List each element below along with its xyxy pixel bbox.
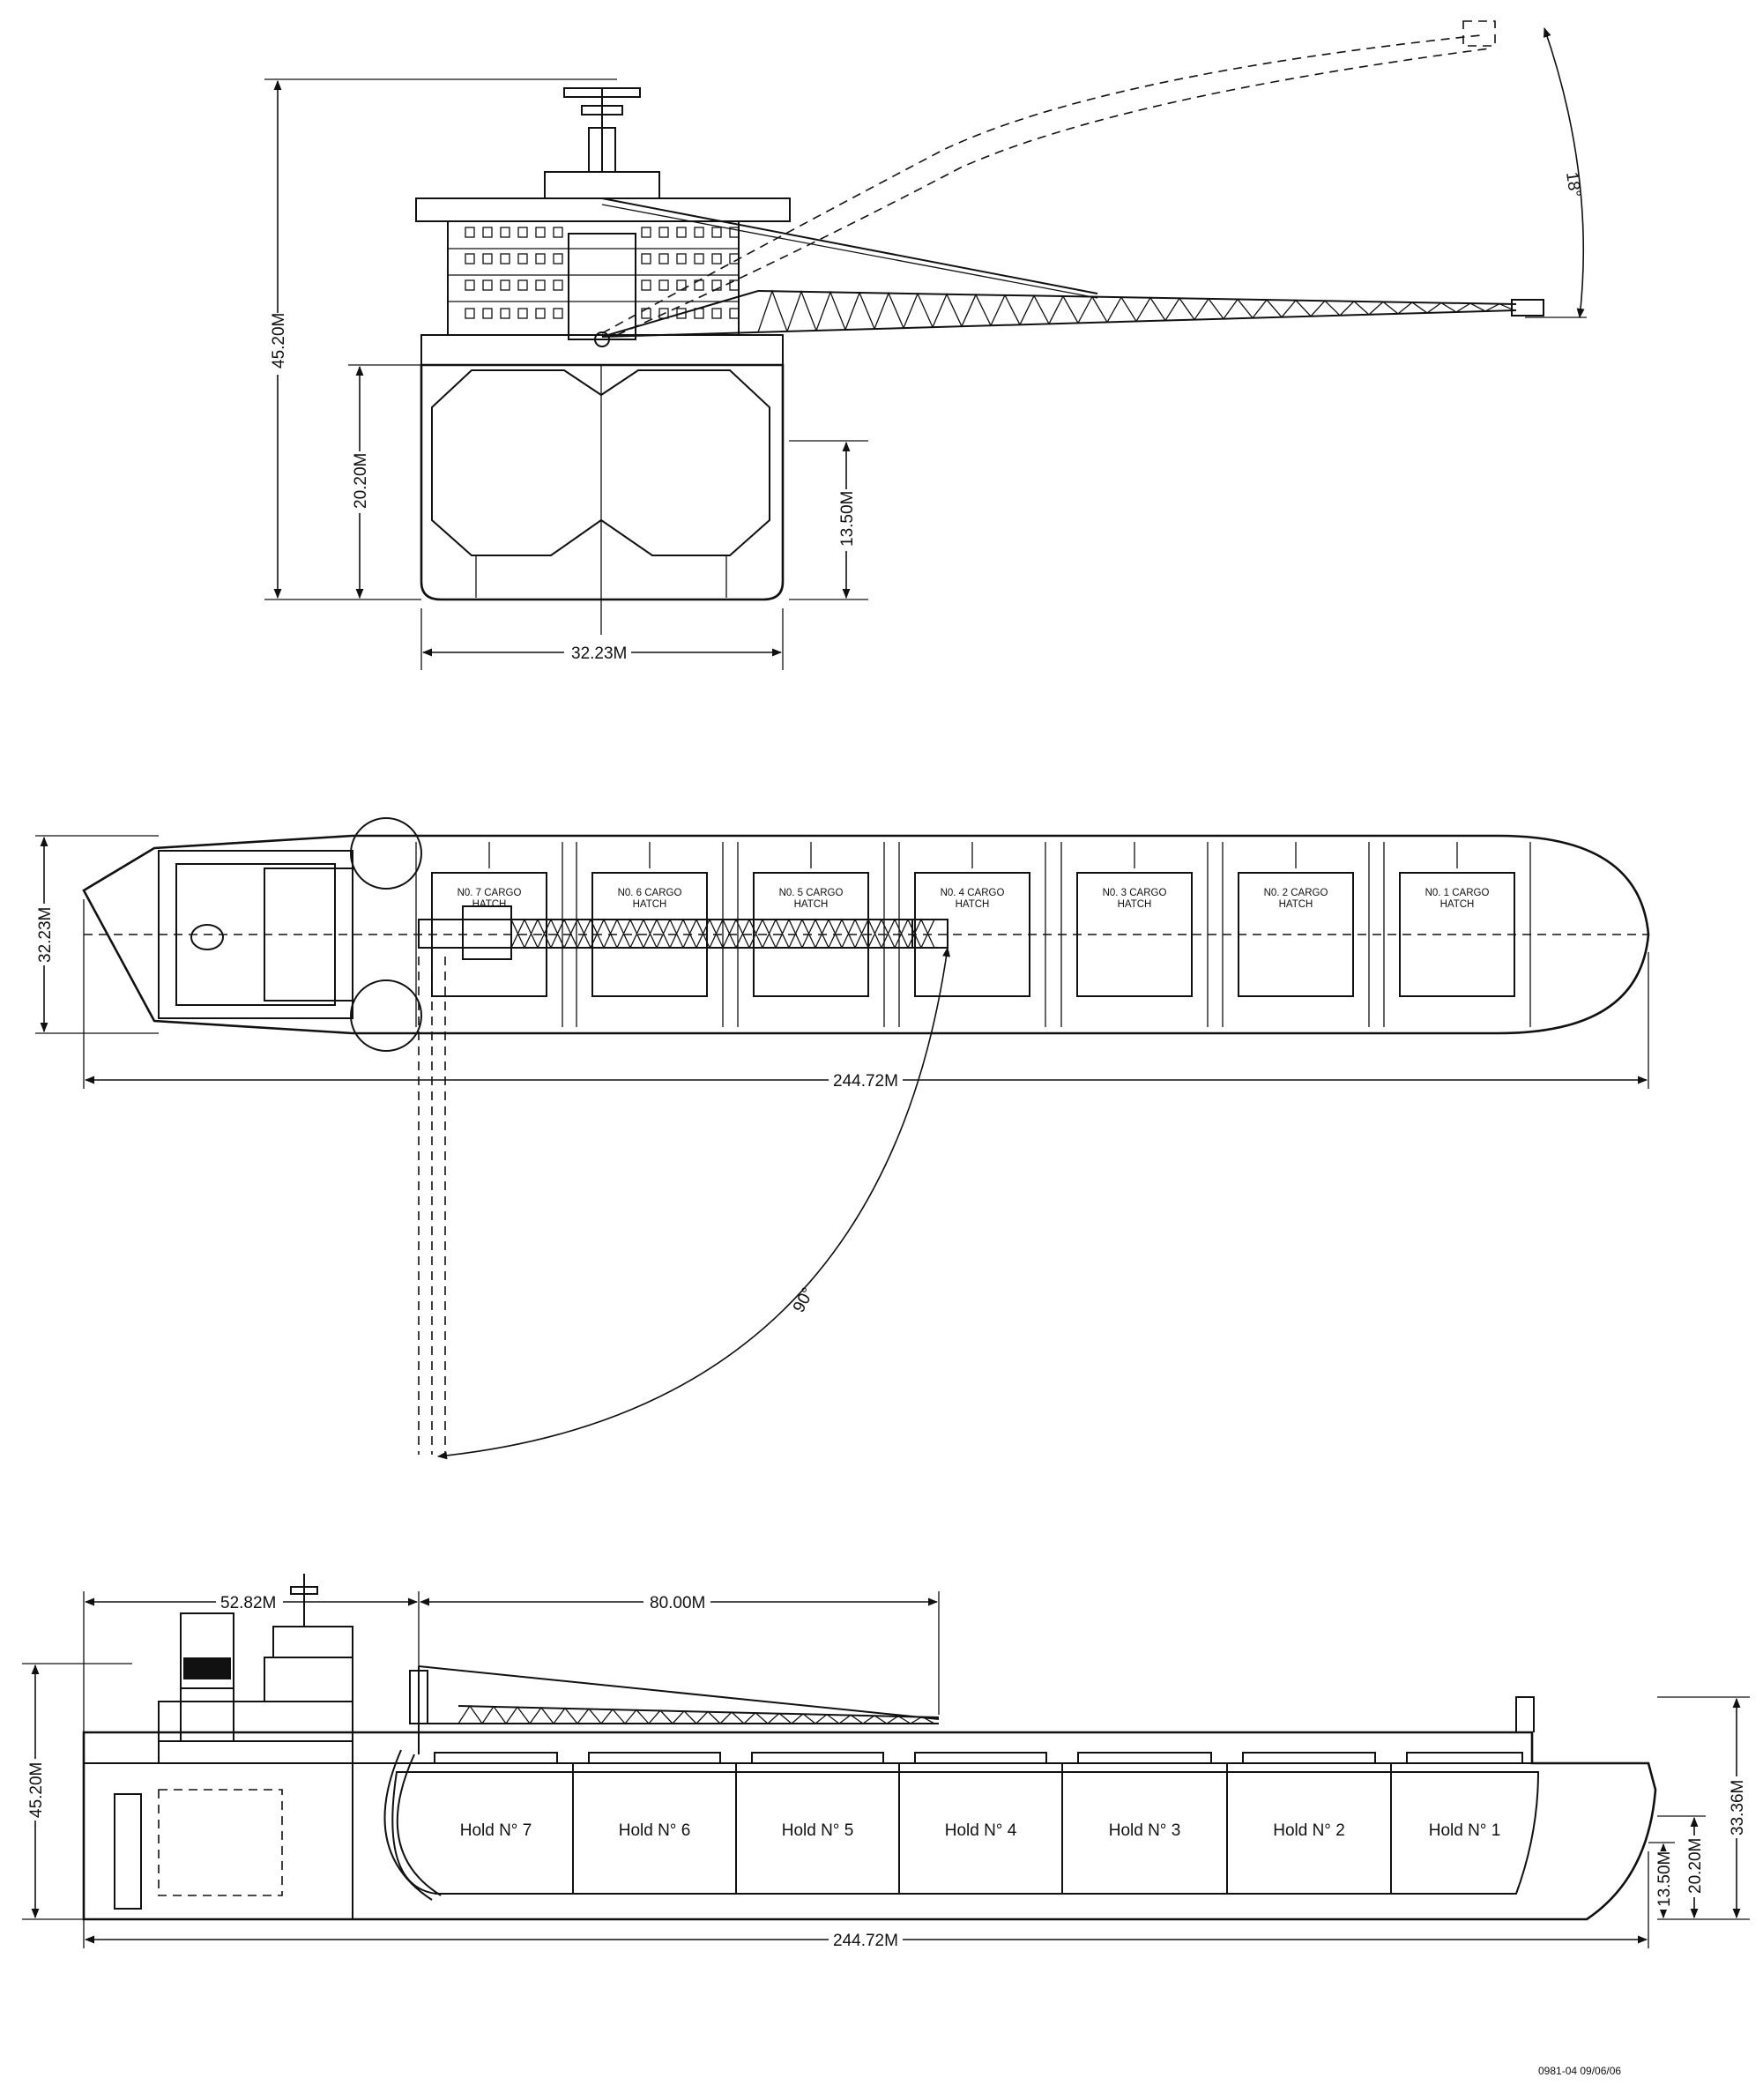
profile-aft-dim: 52.82M xyxy=(220,1594,276,1612)
end-view-hold-outline xyxy=(431,369,770,556)
end-view-hold-dim: 20.20M xyxy=(352,453,370,509)
hold-label: Hold N° 1 xyxy=(1429,1821,1501,1840)
plan-view-beam-dim: 32.23M xyxy=(36,907,55,963)
end-view: 18° 45.20M 20.20M 13.50M 32.23M xyxy=(264,20,1587,670)
hatch-label: HATCH xyxy=(794,899,829,910)
hatch-label: N0. 7 CARGO xyxy=(457,888,522,898)
profile-draft-dim: 13.50M xyxy=(1655,1851,1674,1907)
end-view-beam-dim: 32.23M xyxy=(571,644,627,663)
boom-angle-label: 18° xyxy=(1562,171,1584,198)
hold-label: Hold N° 3 xyxy=(1109,1821,1181,1840)
hatch-label: HATCH xyxy=(633,899,667,910)
profile-depth-dim: 33.36M xyxy=(1729,1780,1747,1836)
profile-height-dim: 45.20M xyxy=(27,1762,46,1818)
hatch-label: HATCH xyxy=(1440,899,1475,910)
hold-label: Hold N° 7 xyxy=(460,1821,532,1840)
hold-label: Hold N° 5 xyxy=(782,1821,854,1840)
hatch-label: N0. 2 CARGO xyxy=(1264,888,1328,898)
hatch-label: N0. 6 CARGO xyxy=(618,888,682,898)
hatch-label: N0. 3 CARGO xyxy=(1103,888,1167,898)
hatch-label: N0. 5 CARGO xyxy=(779,888,844,898)
hatch-label: HATCH xyxy=(1279,899,1313,910)
profile-boom-dim: 80.00M xyxy=(650,1594,705,1612)
hatch-label: HATCH xyxy=(956,899,990,910)
hold-label: Hold N° 4 xyxy=(945,1821,1017,1840)
hatch-label: HATCH xyxy=(472,899,507,910)
plan-view-length-dim: 244.72M xyxy=(833,1072,898,1091)
end-view-superstructure xyxy=(415,87,791,336)
slew-angle-label: 90° xyxy=(790,1285,818,1315)
end-view-hull xyxy=(420,363,785,601)
profile-view: Hold N° 7 Hold N° 6 Hold N° 5 Hold N° 4 Hold… xyxy=(22,1574,1750,1950)
profile-view-boom xyxy=(383,1665,940,1901)
drawing-reference: 0981-04 09/06/06 xyxy=(1538,2065,1621,2077)
hold-label: Hold N° 6 xyxy=(619,1821,691,1840)
profile-superstructure xyxy=(114,1574,353,1910)
profile-length-dim: 244.72M xyxy=(833,1932,898,1950)
profile-hold-dim: 20.20M xyxy=(1686,1838,1705,1894)
hatch-label: N0. 1 CARGO xyxy=(1425,888,1490,898)
hatch-label: N0. 4 CARGO xyxy=(941,888,1005,898)
hatch-label: HATCH xyxy=(1118,899,1152,910)
profile-view-hull xyxy=(82,1731,1657,1921)
end-view-draft-dim: 13.50M xyxy=(838,491,857,547)
end-view-boom xyxy=(601,197,1544,338)
funnel xyxy=(183,1657,231,1679)
hold-label: Hold N° 2 xyxy=(1273,1821,1345,1840)
end-view-height-dim: 45.20M xyxy=(270,313,288,369)
